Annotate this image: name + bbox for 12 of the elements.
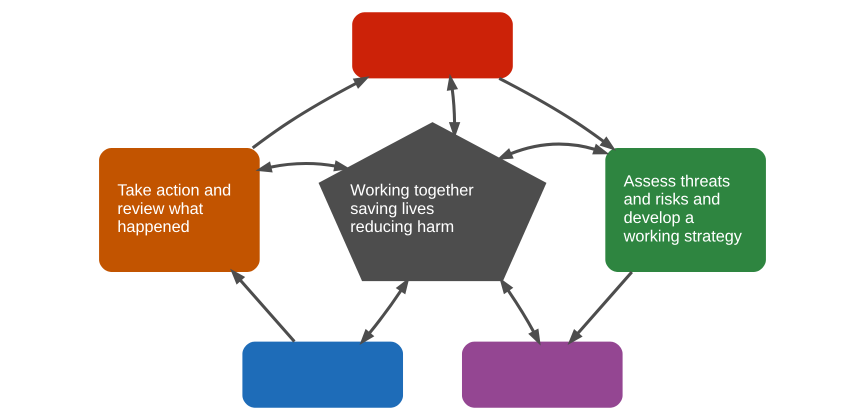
arrow xyxy=(254,160,350,172)
arrow xyxy=(496,142,609,160)
node-box xyxy=(242,342,403,408)
arrow xyxy=(498,278,540,346)
node-box xyxy=(461,342,622,408)
node-box: Assess threats and risks and develop a working strategy xyxy=(604,148,766,272)
arrow xyxy=(230,268,296,343)
node-box xyxy=(352,12,512,78)
node-box: Take action and review what happened xyxy=(98,148,260,272)
arrow xyxy=(251,76,370,150)
arrow xyxy=(567,271,632,345)
arrow xyxy=(498,77,616,151)
